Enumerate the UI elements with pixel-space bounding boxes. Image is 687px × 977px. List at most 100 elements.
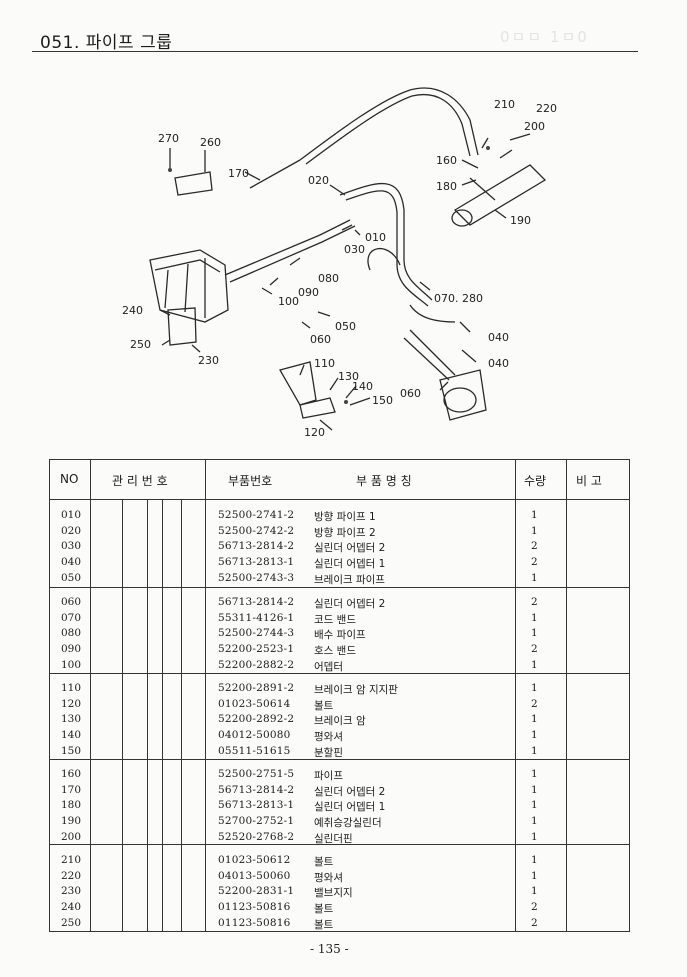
part-name: 배수 파이프 — [314, 629, 366, 642]
item-number: 050 — [61, 571, 82, 584]
svg-text:050: 050 — [335, 320, 356, 333]
part-number: 01123-50816 — [218, 901, 291, 914]
svg-text:140: 140 — [352, 380, 373, 393]
part-number: 56713-2814-2 — [218, 540, 295, 553]
part-number: 52520-2768-2 — [218, 830, 295, 843]
quantity: 1 — [531, 571, 538, 584]
table-row: 170 56713-2814-2 실린더 어뎁터 2 1 — [50, 782, 629, 798]
quantity: 2 — [531, 916, 538, 929]
quantity: 1 — [531, 799, 538, 812]
item-number: 230 — [61, 885, 82, 898]
part-number: 52500-2744-3 — [218, 627, 295, 640]
part-number: 56713-2814-2 — [218, 783, 295, 796]
item-number: 090 — [61, 643, 82, 656]
quantity: 1 — [531, 713, 538, 726]
part-number: 04012-50080 — [218, 729, 291, 742]
svg-text:130: 130 — [338, 370, 359, 383]
part-number: 52200-2891-2 — [218, 682, 295, 694]
part-number: 52500-2751-5 — [218, 768, 295, 780]
quantity: 1 — [531, 768, 538, 780]
quantity: 1 — [531, 509, 538, 521]
part-name: 볼트 — [314, 918, 334, 931]
item-number: 060 — [61, 596, 82, 608]
item-number: 190 — [61, 815, 82, 828]
svg-text:030: 030 — [344, 243, 365, 256]
table-row: 010 52500-2741-2 방향 파이프 1 1 — [50, 507, 629, 523]
svg-text:220: 220 — [536, 102, 557, 115]
part-name: 코드 밴드 — [314, 613, 356, 626]
item-number: 030 — [61, 540, 82, 553]
part-number: 05511-51615 — [218, 744, 291, 757]
part-name: 실린더 어뎁터 1 — [314, 801, 386, 814]
quantity: 1 — [531, 627, 538, 640]
column-divider — [162, 499, 163, 931]
item-number: 160 — [61, 768, 82, 780]
svg-text:260: 260 — [200, 136, 221, 149]
svg-text:150: 150 — [372, 394, 393, 407]
part-number: 52500-2741-2 — [218, 509, 295, 521]
table-row: 250 01123-50816 볼트 2 — [50, 915, 629, 931]
quantity: 1 — [531, 783, 538, 796]
part-name: 어뎁터 — [314, 660, 343, 673]
table-row: 050 52500-2743-3 브레이크 파이프 1 — [50, 570, 629, 586]
item-number: 110 — [61, 682, 82, 694]
svg-text:040: 040 — [488, 357, 509, 370]
part-name: 실린더 어뎁터 2 — [314, 785, 386, 798]
part-number: 56713-2813-1 — [218, 799, 295, 812]
page-title: 051. 파이프 그룹 — [40, 33, 173, 53]
column-divider — [515, 460, 516, 931]
column-divider — [205, 460, 206, 931]
part-name: 브레이크 파이프 — [314, 573, 385, 586]
part-number: 52200-2831-1 — [218, 885, 295, 898]
header-part-name: 부 품 명 칭 — [356, 474, 412, 488]
part-name: 예취승강실린더 — [314, 817, 382, 830]
part-number: 01023-50612 — [218, 854, 291, 866]
header-part-number: 부품번호 — [228, 474, 273, 488]
quantity: 2 — [531, 697, 538, 710]
part-name: 실린더핀 — [314, 832, 353, 845]
part-name: 볼트 — [314, 903, 334, 916]
quantity: 2 — [531, 540, 538, 553]
callout-labels: 270 260 170 020 010 030 080 090 100 050 … — [122, 98, 557, 439]
item-number: 240 — [61, 901, 82, 914]
part-name: 호스 밴드 — [314, 645, 356, 658]
part-number: 56713-2813-1 — [218, 556, 295, 569]
part-number: 52500-2743-3 — [218, 571, 295, 584]
bleed-through-text: 0ㅁㅁ 1ㅁ0 — [500, 28, 589, 46]
svg-text:020: 020 — [308, 174, 329, 187]
item-number: 120 — [61, 697, 82, 710]
svg-text:250: 250 — [130, 338, 151, 351]
group-separator — [50, 673, 629, 674]
part-name: 평와셔 — [314, 871, 343, 884]
part-number: 01123-50816 — [218, 916, 291, 929]
group-separator — [50, 844, 629, 845]
table-header: NO 관 리 번 호 부품번호 부 품 명 칭 수량 비 고 — [50, 460, 629, 500]
title-rule — [32, 51, 638, 52]
svg-text:160: 160 — [436, 154, 457, 167]
item-number: 010 — [61, 509, 82, 521]
part-name: 볼트 — [314, 699, 334, 712]
part-name: 방향 파이프 1 — [314, 511, 376, 523]
parts-diagram: 270 260 170 020 010 030 080 090 100 050 … — [122, 87, 557, 439]
item-number: 170 — [61, 783, 82, 796]
svg-text:060: 060 — [310, 333, 331, 346]
svg-text:110: 110 — [314, 357, 335, 370]
quantity: 1 — [531, 815, 538, 828]
item-number: 210 — [61, 854, 82, 866]
quantity: 1 — [531, 869, 538, 882]
part-name: 평와셔 — [314, 731, 343, 744]
svg-text:200: 200 — [524, 120, 545, 133]
group-separator — [50, 759, 629, 760]
item-number: 250 — [61, 916, 82, 929]
part-number: 52500-2742-2 — [218, 524, 295, 537]
